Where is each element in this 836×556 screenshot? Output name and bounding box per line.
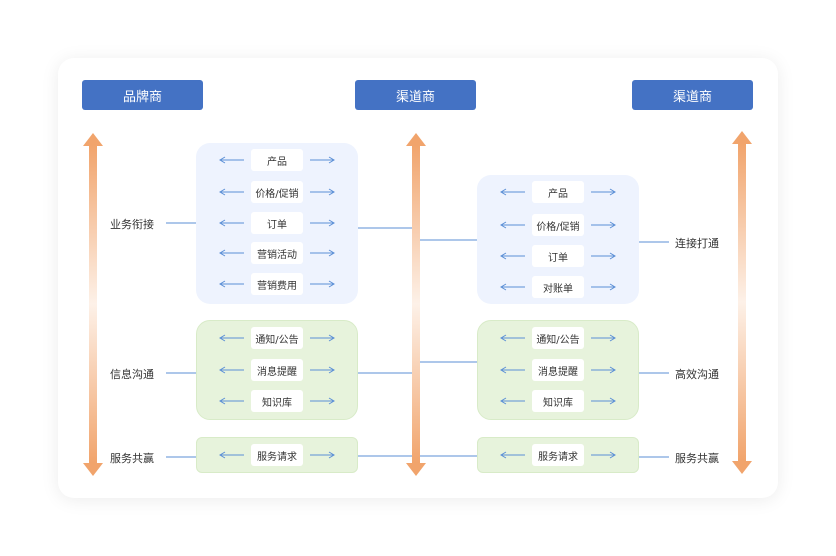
list-item: 产品 bbox=[196, 149, 358, 171]
arrow-right-icon bbox=[310, 188, 335, 196]
item-reminder-left: 消息提醒 bbox=[251, 359, 303, 381]
arrow-right-icon bbox=[310, 397, 335, 405]
item-service-request-left: 服务请求 bbox=[251, 444, 303, 466]
arrow-right-icon bbox=[310, 219, 335, 227]
arrow-left-icon bbox=[219, 219, 244, 227]
arrow-right-icon bbox=[591, 252, 616, 260]
item-price-right: 价格/促销 bbox=[532, 214, 584, 236]
list-item: 通知/公告 bbox=[196, 327, 358, 349]
list-item: 价格/促销 bbox=[196, 181, 358, 203]
list-item: 消息提醒 bbox=[477, 359, 639, 381]
item-notice-left: 通知/公告 bbox=[251, 327, 303, 349]
arrow-left-icon bbox=[219, 156, 244, 164]
arrow-right-icon bbox=[591, 221, 616, 229]
list-item: 服务请求 bbox=[196, 444, 358, 466]
arrow-left-icon bbox=[500, 334, 525, 342]
item-statement: 对账单 bbox=[532, 276, 584, 298]
arrow-left-icon bbox=[219, 451, 244, 459]
arrow-right-icon bbox=[591, 334, 616, 342]
list-item: 营销活动 bbox=[196, 242, 358, 264]
item-product-right: 产品 bbox=[532, 181, 584, 203]
arrow-left-icon bbox=[219, 334, 244, 342]
list-item: 服务请求 bbox=[477, 444, 639, 466]
list-item: 订单 bbox=[196, 212, 358, 234]
arrow-left-icon bbox=[219, 249, 244, 257]
arrow-left-icon bbox=[500, 283, 525, 291]
vertical-double-arrow-left bbox=[83, 133, 103, 476]
arrow-right-icon bbox=[591, 188, 616, 196]
label-service-win-right: 服务共赢 bbox=[675, 452, 719, 465]
arrow-right-icon bbox=[310, 334, 335, 342]
arrow-right-icon bbox=[591, 451, 616, 459]
vertical-double-arrow-middle bbox=[406, 133, 426, 476]
arrow-left-icon bbox=[500, 188, 525, 196]
item-price-left: 价格/促销 bbox=[251, 181, 303, 203]
arrow-right-icon bbox=[591, 366, 616, 374]
item-product-left: 产品 bbox=[251, 149, 303, 171]
arrow-right-icon bbox=[591, 283, 616, 291]
arrow-left-icon bbox=[500, 221, 525, 229]
arrow-left-icon bbox=[219, 280, 244, 288]
list-item: 消息提醒 bbox=[196, 359, 358, 381]
item-knowledge-left: 知识库 bbox=[251, 390, 303, 412]
list-item: 知识库 bbox=[196, 390, 358, 412]
arrow-right-icon bbox=[310, 249, 335, 257]
header-channel-right: 渠道商 bbox=[632, 80, 753, 110]
list-item: 产品 bbox=[477, 181, 639, 203]
arrow-right-icon bbox=[310, 451, 335, 459]
header-channel-middle: 渠道商 bbox=[355, 80, 476, 110]
arrow-left-icon bbox=[500, 397, 525, 405]
item-order-left: 订单 bbox=[251, 212, 303, 234]
list-item: 对账单 bbox=[477, 276, 639, 298]
arrow-right-icon bbox=[310, 366, 335, 374]
list-item: 知识库 bbox=[477, 390, 639, 412]
item-marketing-activity: 营销活动 bbox=[251, 242, 303, 264]
arrow-left-icon bbox=[219, 366, 244, 374]
label-business-connection: 业务衔接 bbox=[110, 218, 154, 231]
label-service-win-left: 服务共赢 bbox=[110, 452, 154, 465]
arrow-left-icon bbox=[219, 397, 244, 405]
arrow-left-icon bbox=[500, 451, 525, 459]
list-item: 价格/促销 bbox=[477, 214, 639, 236]
item-knowledge-right: 知识库 bbox=[532, 390, 584, 412]
item-order-right: 订单 bbox=[532, 245, 584, 267]
list-item: 订单 bbox=[477, 245, 639, 267]
arrow-left-icon bbox=[500, 366, 525, 374]
item-notice-right: 通知/公告 bbox=[532, 327, 584, 349]
arrow-left-icon bbox=[500, 252, 525, 260]
item-marketing-cost: 营销费用 bbox=[251, 273, 303, 295]
item-service-request-right: 服务请求 bbox=[532, 444, 584, 466]
label-efficient-communication: 高效沟通 bbox=[675, 368, 719, 381]
list-item: 营销费用 bbox=[196, 273, 358, 295]
header-brand: 品牌商 bbox=[82, 80, 203, 110]
label-connect: 连接打通 bbox=[675, 237, 719, 250]
arrow-right-icon bbox=[310, 280, 335, 288]
label-info-communication: 信息沟通 bbox=[110, 368, 154, 381]
vertical-double-arrow-right bbox=[732, 131, 752, 474]
list-item: 通知/公告 bbox=[477, 327, 639, 349]
arrow-left-icon bbox=[219, 188, 244, 196]
item-reminder-right: 消息提醒 bbox=[532, 359, 584, 381]
arrow-right-icon bbox=[591, 397, 616, 405]
arrow-right-icon bbox=[310, 156, 335, 164]
